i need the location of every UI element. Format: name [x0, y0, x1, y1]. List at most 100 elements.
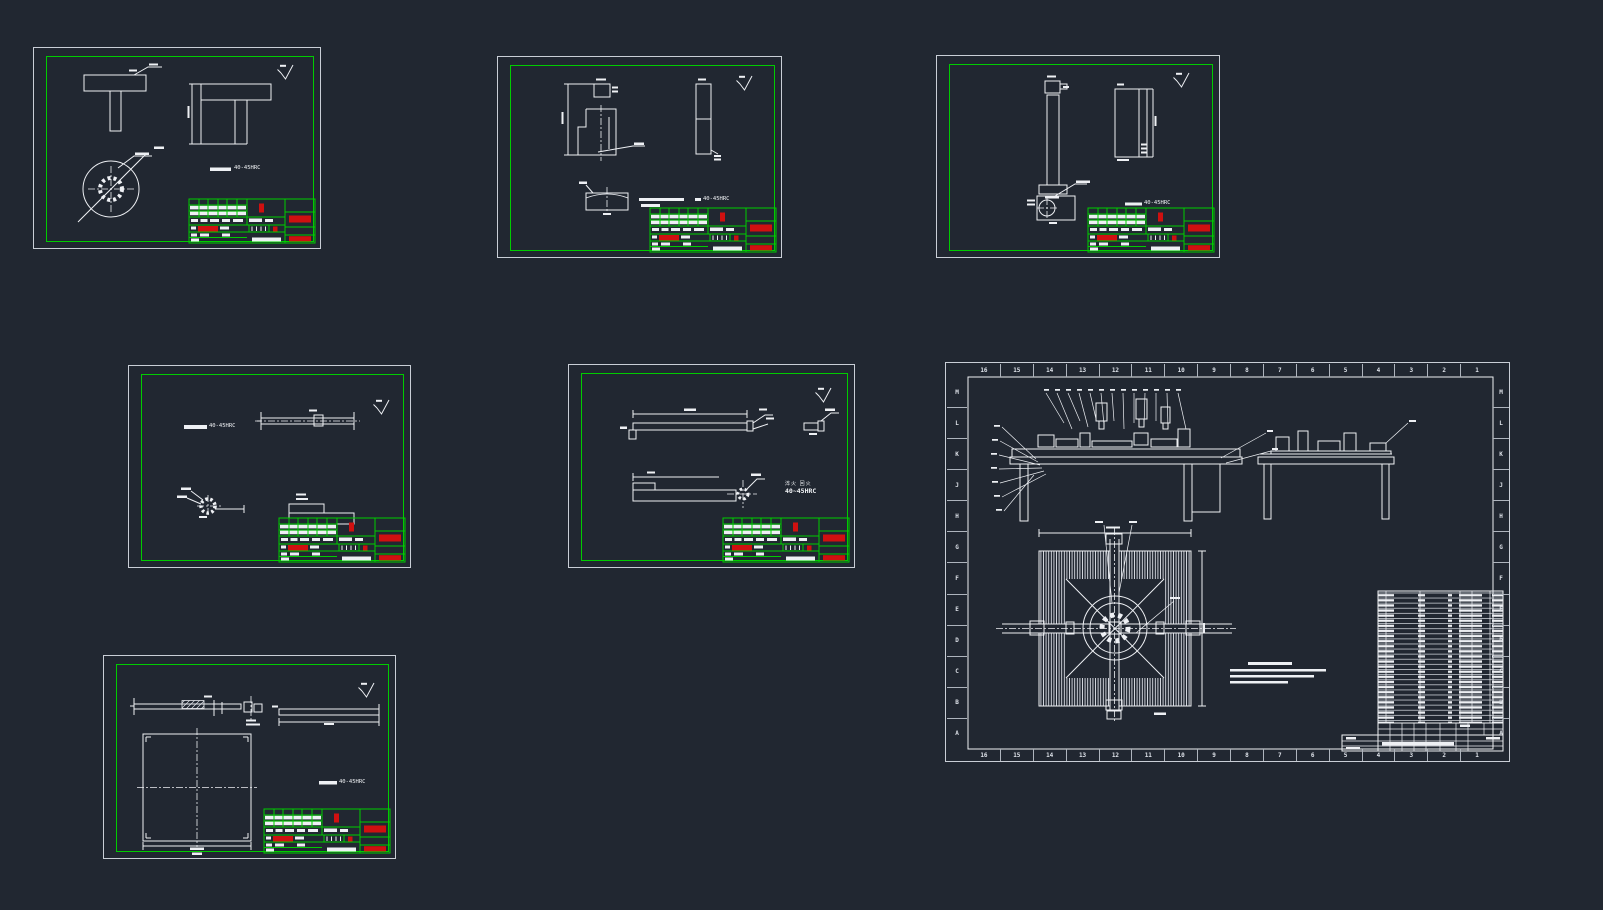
zone-number: 7 — [1262, 364, 1296, 377]
zone-number: 13 — [1065, 749, 1099, 761]
spline-section-view — [78, 146, 164, 223]
technical-notes — [1230, 662, 1326, 684]
zone-number: 6 — [1295, 364, 1329, 377]
section-view — [579, 181, 628, 215]
zone-letter: K — [1493, 438, 1509, 469]
title-block — [1087, 207, 1215, 253]
zone-number: 13 — [1065, 364, 1099, 377]
parts-list — [1378, 591, 1503, 723]
zone-letter: J — [947, 469, 967, 500]
rack-view-1 — [620, 408, 774, 440]
zone-number: 15 — [999, 364, 1033, 377]
drawing-sheet-2[interactable]: 40-45HRC — [497, 56, 782, 258]
zone-letter: B — [947, 686, 967, 718]
column-front-view — [1039, 75, 1069, 199]
zone-letter: M — [1499, 388, 1503, 396]
zone-letter: J — [1493, 469, 1509, 500]
stepped-bar-view — [289, 493, 354, 529]
part-front-view — [84, 63, 162, 132]
zone-number: 2 — [1427, 749, 1460, 761]
column-side-view — [1115, 83, 1157, 161]
zone-number: 10 — [1164, 749, 1197, 761]
zone-number: 16 — [980, 752, 988, 759]
title-block — [722, 517, 850, 563]
heat-treatment-line2: 40~45HRC — [785, 487, 817, 495]
sheet-5-drawing — [620, 387, 850, 563]
zone-number: 7 — [1262, 749, 1296, 761]
zone-letter: H — [1493, 500, 1509, 531]
zone-number: 12 — [1098, 749, 1132, 761]
heat-treatment-note: 40-45HRC — [1144, 200, 1171, 206]
front-view — [991, 389, 1278, 521]
sheet-3-border — [949, 64, 1213, 251]
zone-number: 8 — [1230, 749, 1263, 761]
note-bar — [1125, 202, 1142, 206]
zone-letter: K — [947, 438, 967, 469]
zone-letter: B — [1493, 686, 1509, 718]
sheet-4-drawing — [177, 399, 406, 563]
small-part-view — [804, 408, 839, 435]
zone-letter: C — [1493, 655, 1509, 687]
heat-treatment-note: 40-45HRC — [703, 195, 730, 202]
zone-number: 14 — [1032, 749, 1066, 761]
zone-letter: L — [1493, 407, 1509, 438]
sheet-4-border — [141, 374, 404, 561]
drawing-sheet-1[interactable]: 40-45HRC — [33, 47, 321, 249]
zone-letter: D — [947, 624, 967, 656]
title-block — [649, 207, 777, 253]
zone-number: 3 — [1394, 364, 1427, 377]
plan-view — [996, 521, 1236, 721]
block-side-view — [696, 78, 721, 161]
zone-number: 1 — [1460, 749, 1493, 761]
zone-letter: E — [1493, 593, 1509, 625]
sheet-1-drawing — [34, 63, 316, 244]
title-block — [278, 517, 406, 563]
sheet-3-drawing — [1027, 72, 1215, 253]
sheet-1-border — [46, 56, 314, 242]
zone-number: 11 — [1131, 749, 1164, 761]
drawing-sheet-5[interactable]: 淬火 回火 40~45HRC — [568, 364, 855, 568]
zone-letter: A — [1493, 717, 1509, 749]
surface-finish-icon — [815, 387, 832, 403]
part-side-view — [187, 84, 272, 144]
zone-number: 6 — [1295, 749, 1329, 761]
shaft-view — [255, 409, 360, 431]
plate-view — [137, 728, 257, 855]
zone-letter: G — [947, 531, 967, 562]
note-bar — [319, 781, 337, 785]
zone-letter: M — [955, 388, 959, 396]
zone-number: 15 — [999, 749, 1033, 761]
zone-number: 11 — [1131, 364, 1164, 377]
rack-view-2 — [633, 471, 765, 509]
drawing-sheet-4[interactable]: 40-45HRC — [128, 365, 411, 568]
drawing-sheet-3[interactable]: 40-45HRC — [936, 55, 1220, 258]
title-block — [188, 198, 316, 244]
surface-finish-icon — [373, 399, 390, 415]
zone-letter: C — [947, 655, 967, 687]
zone-number: 2 — [1427, 364, 1460, 377]
heat-treatment-note: 40-45HRC — [339, 778, 366, 785]
surface-finish-icon — [277, 64, 294, 80]
bar-view-2 — [272, 704, 379, 726]
title-block — [263, 808, 391, 854]
title-block-assembly — [1342, 723, 1503, 751]
note-bars — [639, 198, 701, 207]
zone-number: 9 — [1197, 364, 1230, 377]
center-detail — [244, 696, 262, 726]
zone-number: 5 — [1328, 749, 1362, 761]
zone-number: 4 — [1361, 749, 1395, 761]
zone-letter: E — [947, 593, 967, 625]
zone-number: 10 — [1164, 364, 1197, 377]
drawing-sheet-7[interactable]: 40-45HRC — [103, 655, 396, 859]
zone-letter: F — [947, 562, 967, 593]
sheet-7-drawing — [104, 682, 391, 855]
surface-finish-icon — [358, 682, 375, 698]
zone-number: 8 — [1230, 364, 1263, 377]
heat-note-bar — [210, 167, 231, 171]
side-view — [1258, 420, 1416, 519]
zone-number: 5 — [1328, 364, 1362, 377]
